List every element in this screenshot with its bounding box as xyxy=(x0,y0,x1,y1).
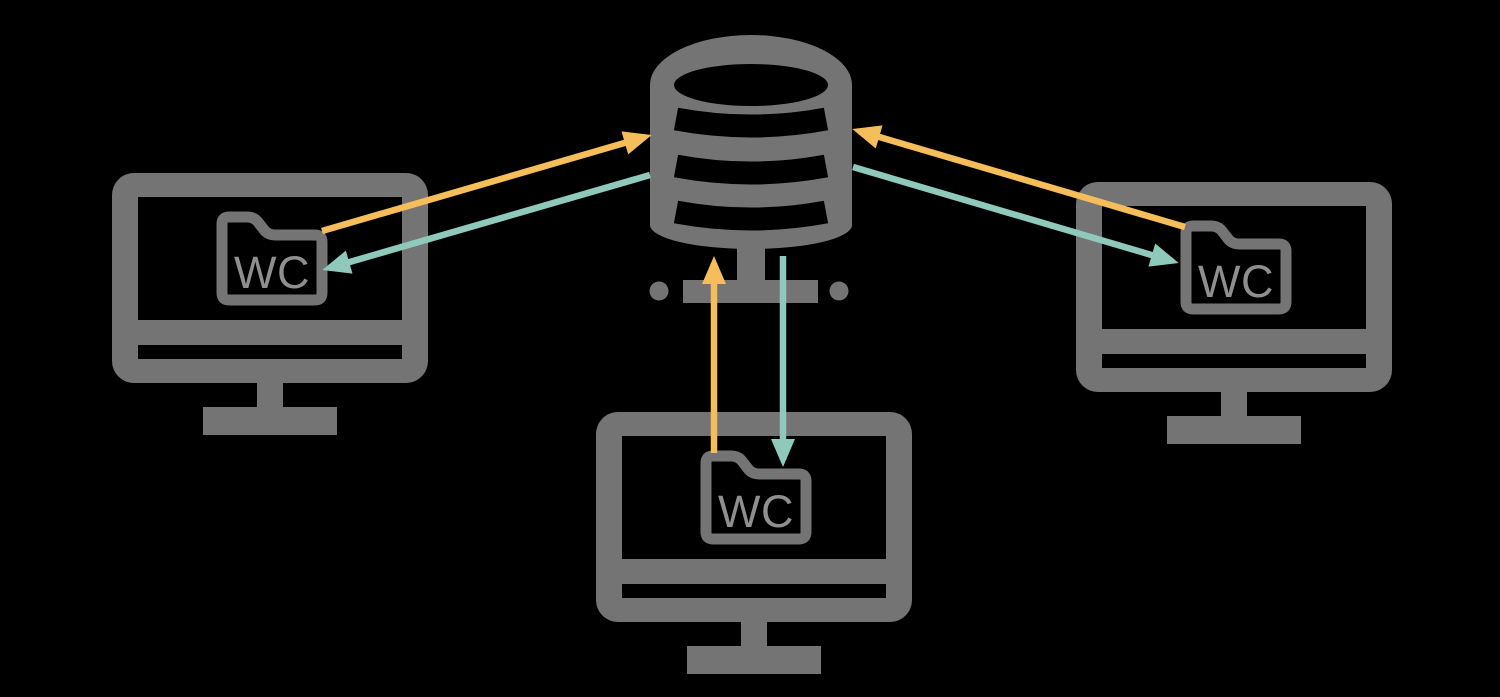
monitor-stand-base xyxy=(1167,416,1301,444)
working-copy-label: WC xyxy=(718,486,794,537)
monitor-icon xyxy=(596,412,912,674)
workstation-right: WC xyxy=(1076,182,1392,444)
monitor-bezel-slot xyxy=(1102,354,1366,368)
database-stand-dot xyxy=(649,281,669,301)
monitor-bezel-slot xyxy=(138,345,402,359)
monitor-stand-base xyxy=(687,646,821,674)
database-stand-dot xyxy=(829,281,849,301)
database-disk-gap xyxy=(673,154,829,185)
working-copy-label: WC xyxy=(1198,256,1274,307)
folder-icon xyxy=(216,211,328,306)
monitor-stand-base xyxy=(203,407,337,435)
monitor-stand-neck xyxy=(257,381,283,411)
database-disk-gap xyxy=(673,107,829,138)
update-arrow-left xyxy=(322,171,651,274)
working-copy-label: WC xyxy=(234,247,310,298)
database-top-opening xyxy=(674,64,828,106)
sync-arrows xyxy=(321,125,1186,467)
database-stand-neck xyxy=(737,238,765,284)
workstation-bottom: WC xyxy=(596,412,912,674)
database-stand-bar xyxy=(683,280,818,303)
commit-arrow-right xyxy=(852,125,1186,231)
update-arrow-right xyxy=(852,163,1179,267)
monitor-stand-neck xyxy=(741,620,767,650)
repository-database-icon xyxy=(649,35,852,303)
database-disk-gap xyxy=(673,200,829,231)
commit-arrow-left xyxy=(321,131,652,235)
monitor-stand-neck xyxy=(1221,390,1247,420)
folder-icon xyxy=(700,450,812,545)
folder-icon xyxy=(1180,220,1292,315)
monitor-bezel-slot xyxy=(622,584,886,598)
